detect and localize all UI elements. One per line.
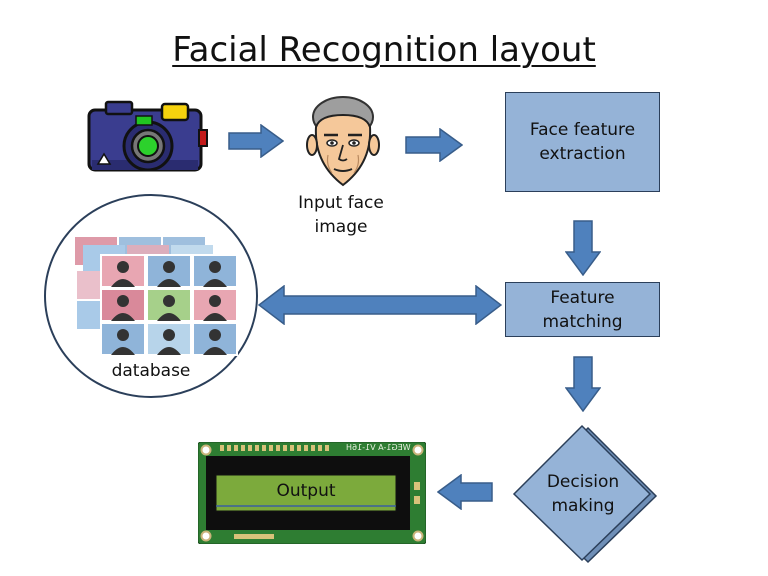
decision-making-diamond: Decision making	[508, 424, 660, 564]
database-graphic	[44, 194, 258, 398]
lcd-output-text: Output	[276, 481, 336, 501]
arrow-camera-to-face	[228, 124, 284, 158]
face-feature-extraction-label: Face feature extraction	[529, 120, 636, 164]
lcd-board-label: WEG1-A V1-16H	[346, 443, 411, 452]
input-face-caption: Input face image	[298, 193, 384, 237]
arrow-extraction-to-matching	[565, 220, 601, 276]
feature-matching-label: Feature matching	[542, 287, 623, 332]
arrow-database-matching	[258, 285, 502, 325]
database-caption: database	[111, 361, 191, 381]
diagram-title: Facial Recognition layout	[172, 30, 596, 70]
decision-diamond-shape	[512, 424, 658, 564]
face-icon	[306, 96, 380, 187]
arrow-decision-to-output	[437, 474, 493, 510]
lcd-output-module: WEG1-A V1-16H Output	[198, 442, 426, 544]
database-panel: database	[43, 193, 259, 399]
lcd-board-graphic	[198, 442, 426, 544]
decision-making-label: Decision making	[546, 472, 620, 516]
arrow-matching-to-decision	[565, 356, 601, 412]
camera-icon	[87, 100, 208, 172]
feature-matching-box: Feature matching	[505, 282, 660, 337]
face-feature-extraction-box: Face feature extraction	[505, 92, 660, 192]
arrow-face-to-extraction	[405, 128, 463, 162]
